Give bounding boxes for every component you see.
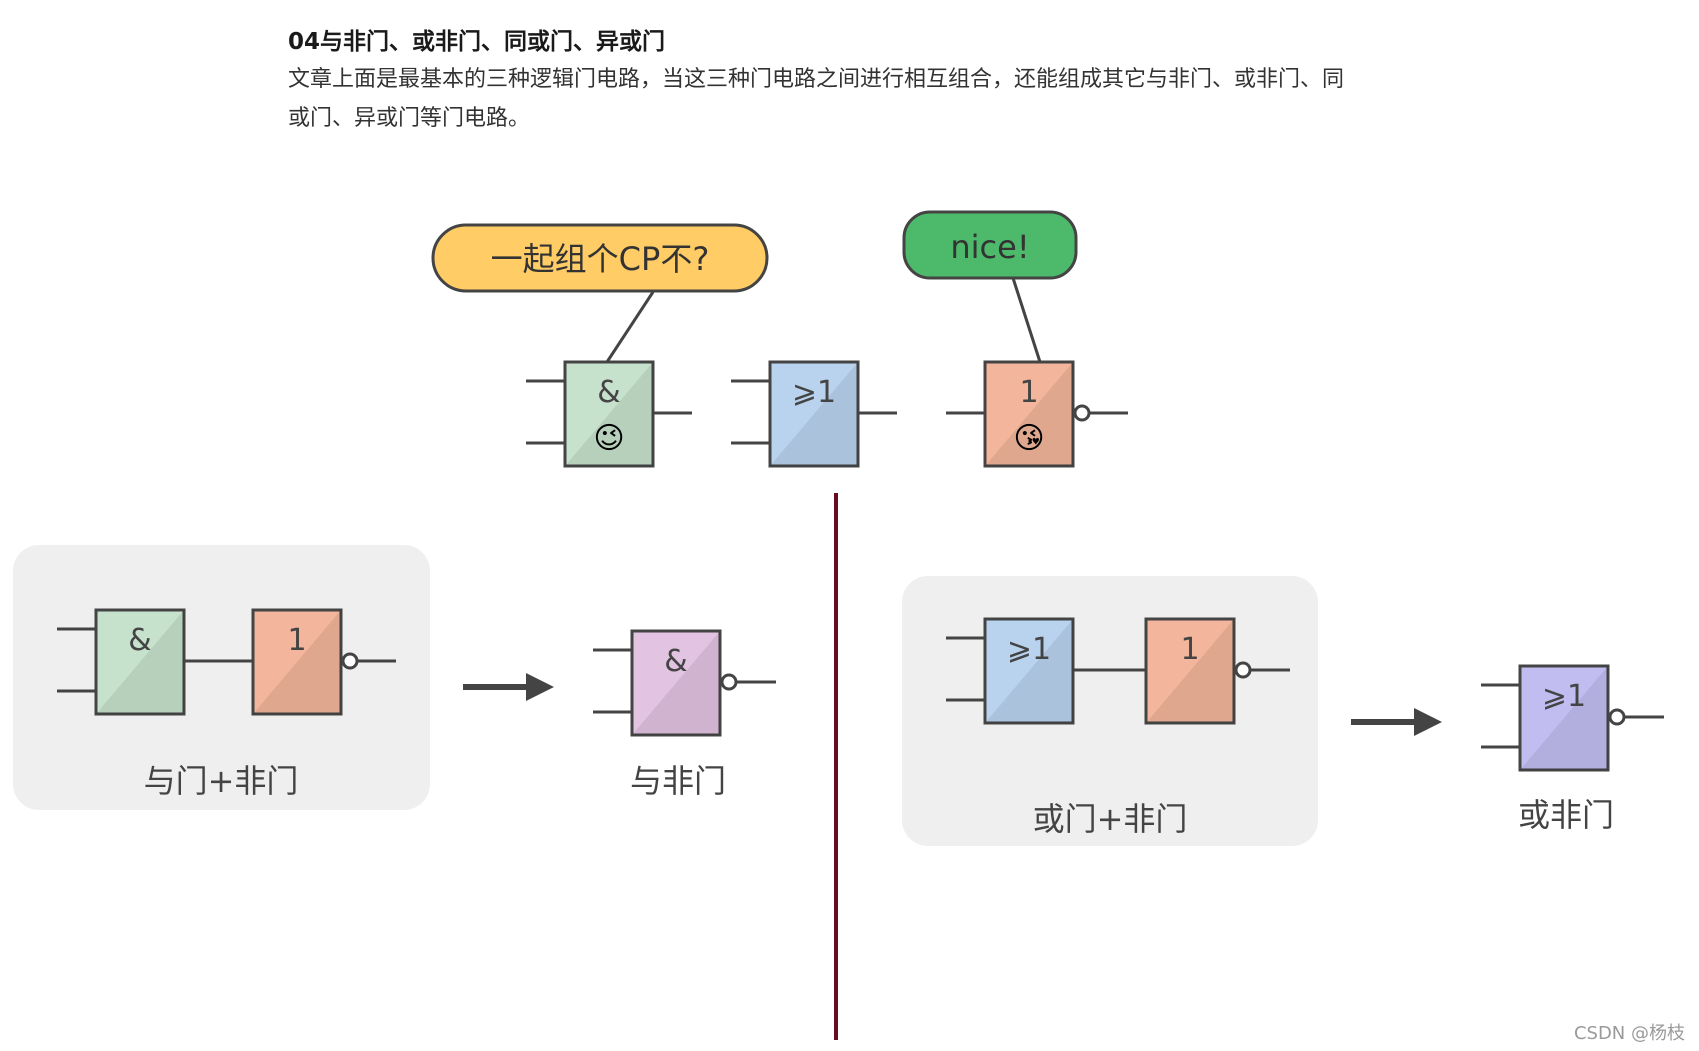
speech-bubble-and-text: 一起组个CP不? <box>491 240 710 278</box>
not-gate-symbol: 1 <box>287 623 306 658</box>
nor-gate-label: 或非门 <box>1518 796 1614 834</box>
inverter-bubble <box>341 652 359 670</box>
inverter-bubble <box>1073 404 1091 422</box>
not-gate-symbol: 1 <box>1019 375 1038 410</box>
nor-gate: ⩾1 或非门 <box>1481 664 1664 834</box>
inverter-bubble <box>1608 708 1626 726</box>
nand-gate: & 与非门 <box>593 629 776 800</box>
nand-gate-symbol: & <box>664 644 687 679</box>
speech-bubble-not-text: nice! <box>950 228 1029 266</box>
not-gate-symbol: 1 <box>1180 632 1199 667</box>
and-gate-symbol: & <box>128 623 151 658</box>
or-not-group: ⩾1 1 或门+非门 <box>902 576 1318 846</box>
speech-bubble-not: nice! <box>902 210 1078 363</box>
nand-gate-label: 与非门 <box>630 762 726 800</box>
and-not-group-label: 与门+非门 <box>144 762 299 800</box>
inverter-bubble <box>720 673 738 691</box>
and-not-group: & 1 与门+非门 <box>13 545 430 810</box>
and-gate-symbol: & <box>597 375 620 410</box>
arrow-right-icon <box>1351 708 1442 736</box>
inverter-bubble <box>1234 661 1252 679</box>
watermark: CSDN @杨枝 <box>1573 1023 1685 1044</box>
article-paragraph: 文章上面是最基本的三种逻辑门电路，当这三种门电路之间进行相互组合，还能组成其它与… <box>288 67 1345 131</box>
or-gate-top: ⩾1 <box>731 360 897 468</box>
arrow-right-icon <box>463 673 554 701</box>
or-not-group-label: 或门+非门 <box>1033 800 1188 838</box>
wink-emoji: 😉 <box>593 421 624 456</box>
article-heading: 04与非门、或非门、同或门、异或门 <box>288 29 666 55</box>
or-gate-symbol: ⩾1 <box>1007 632 1051 667</box>
not-gate-top: 1 😘 <box>946 360 1128 468</box>
and-gate-top: & 😉 <box>526 360 692 468</box>
speech-bubble-and: 一起组个CP不? <box>431 223 769 363</box>
kiss-emoji: 😘 <box>1013 421 1044 456</box>
or-gate-symbol: ⩾1 <box>792 375 836 410</box>
nor-gate-symbol: ⩾1 <box>1542 679 1586 714</box>
